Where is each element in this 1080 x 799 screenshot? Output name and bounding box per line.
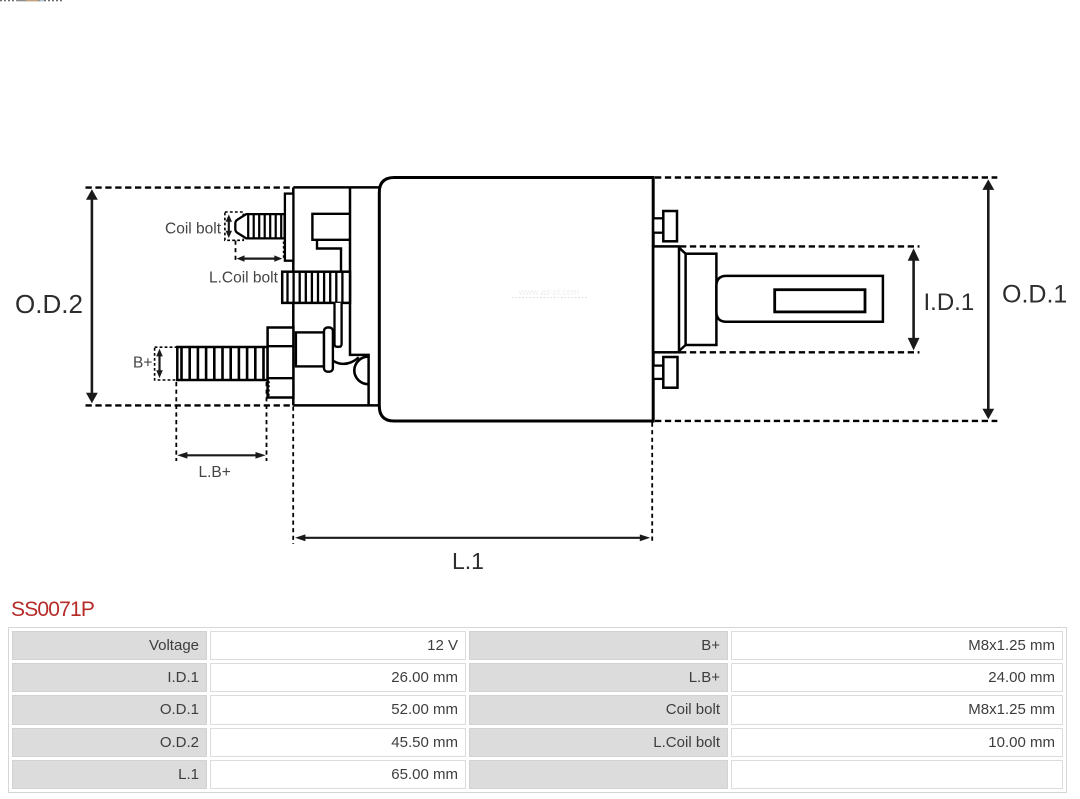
svg-text:O.D.1: O.D.1 — [1002, 281, 1067, 309]
svg-text:Coil bolt: Coil bolt — [165, 221, 222, 238]
svg-text:O.D.2: O.D.2 — [15, 289, 83, 319]
svg-text:I.D.1: I.D.1 — [924, 289, 975, 316]
svg-text:L.Coil bolt: L.Coil bolt — [209, 270, 279, 287]
svg-text:B+: B+ — [133, 355, 152, 372]
svg-text:www.as-pl.com: www.as-pl.com — [518, 287, 580, 297]
svg-text:L.B+: L.B+ — [199, 464, 231, 481]
svg-text:L.1: L.1 — [452, 548, 484, 574]
